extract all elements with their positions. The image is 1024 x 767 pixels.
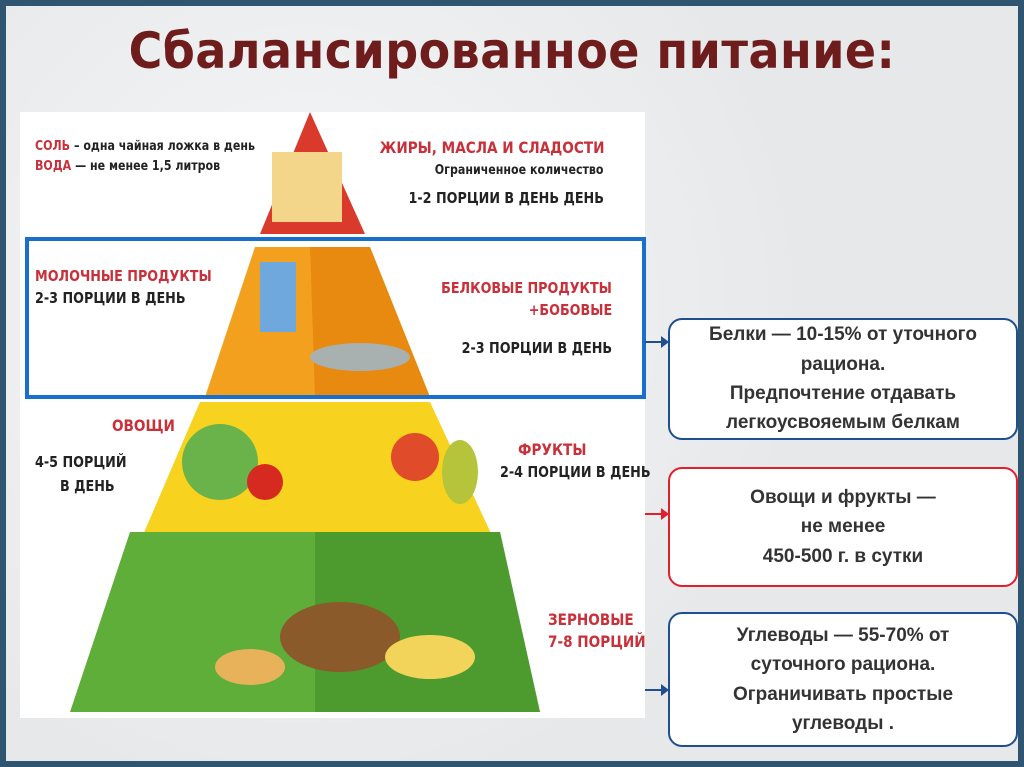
fats-sub: Ограниченное количество <box>435 163 604 178</box>
box-line: углеводы . <box>791 712 895 734</box>
box-line: Белки — 10-15% от уточного <box>709 324 977 346</box>
water-label: ВОДА — не менее 1,5 литров <box>35 159 221 174</box>
fats-title: ЖИРЫ, МАСЛА И СЛАДОСТИ <box>379 138 604 157</box>
protein-info-box: Белки — 10-15% от уточного рациона. Пред… <box>668 318 1018 440</box>
veg-portions: 4-5 ПОРЦИЙ <box>35 453 127 471</box>
fish-image <box>310 343 410 371</box>
dairy-portions: 2-3 ПОРЦИИ В ДЕНЬ <box>35 289 186 307</box>
fats-portions: 1-2 ПОРЦИИ В ДЕНЬ ДЕНЬ <box>408 189 604 207</box>
pyramid-graphic <box>70 112 540 712</box>
salt-label: СОЛЬ – одна чайная ложка в день <box>35 139 255 154</box>
protein-title: БЕЛКОВЫЕ ПРОДУКТЫ <box>441 279 612 297</box>
veg-fruit-info-box: Овощи и фрукты — не менее 450-500 г. в с… <box>668 467 1018 587</box>
box-line: не менее <box>800 516 886 538</box>
protein-title-2: +БОБОВЫЕ <box>528 301 612 319</box>
cake-image <box>272 152 342 222</box>
box-line: суточного рациона. <box>750 654 936 676</box>
box-line: рациона. <box>800 353 886 375</box>
highlight-frame <box>25 237 646 399</box>
arrow-icon <box>645 336 669 348</box>
veg-portions-2: В ДЕНЬ <box>60 477 115 495</box>
slide-title: Сбалансированное питание: <box>128 22 896 80</box>
food-pyramid <box>20 112 645 718</box>
fruits-image <box>391 433 439 481</box>
bread-image <box>280 602 400 672</box>
grain-title: ЗЕРНОВЫЕ <box>548 610 634 629</box>
box-line: Ограничивать простые <box>732 683 954 705</box>
grain-portions: 7-8 ПОРЦИЙ <box>548 632 646 651</box>
dairy-title: МОЛОЧНЫЕ ПРОДУКТЫ <box>35 267 212 285</box>
box-line: Предпочтение отдавать <box>729 383 957 404</box>
carbs-info-box: Углеводы — 55-70% от суточного рациона. … <box>668 612 1018 747</box>
protein-portions: 2-3 ПОРЦИИ В ДЕНЬ <box>461 339 612 357</box>
box-line: Углеводы — 55-70% от <box>736 624 950 646</box>
arrow-icon <box>645 508 669 520</box>
veg-title: ОВОЩИ <box>112 416 175 435</box>
fruit-portions: 2-4 ПОРЦИИ В ДЕНЬ <box>500 463 651 481</box>
box-line: 450-500 г. в сутки <box>762 545 924 567</box>
arrow-icon <box>645 684 669 696</box>
fruit-title: ФРУКТЫ <box>518 440 587 459</box>
milk-image <box>260 262 296 332</box>
vegetables-image <box>182 424 258 500</box>
box-line: легкоусвояемым белкам <box>726 412 960 434</box>
box-line: Овощи и фрукты — <box>750 486 936 508</box>
